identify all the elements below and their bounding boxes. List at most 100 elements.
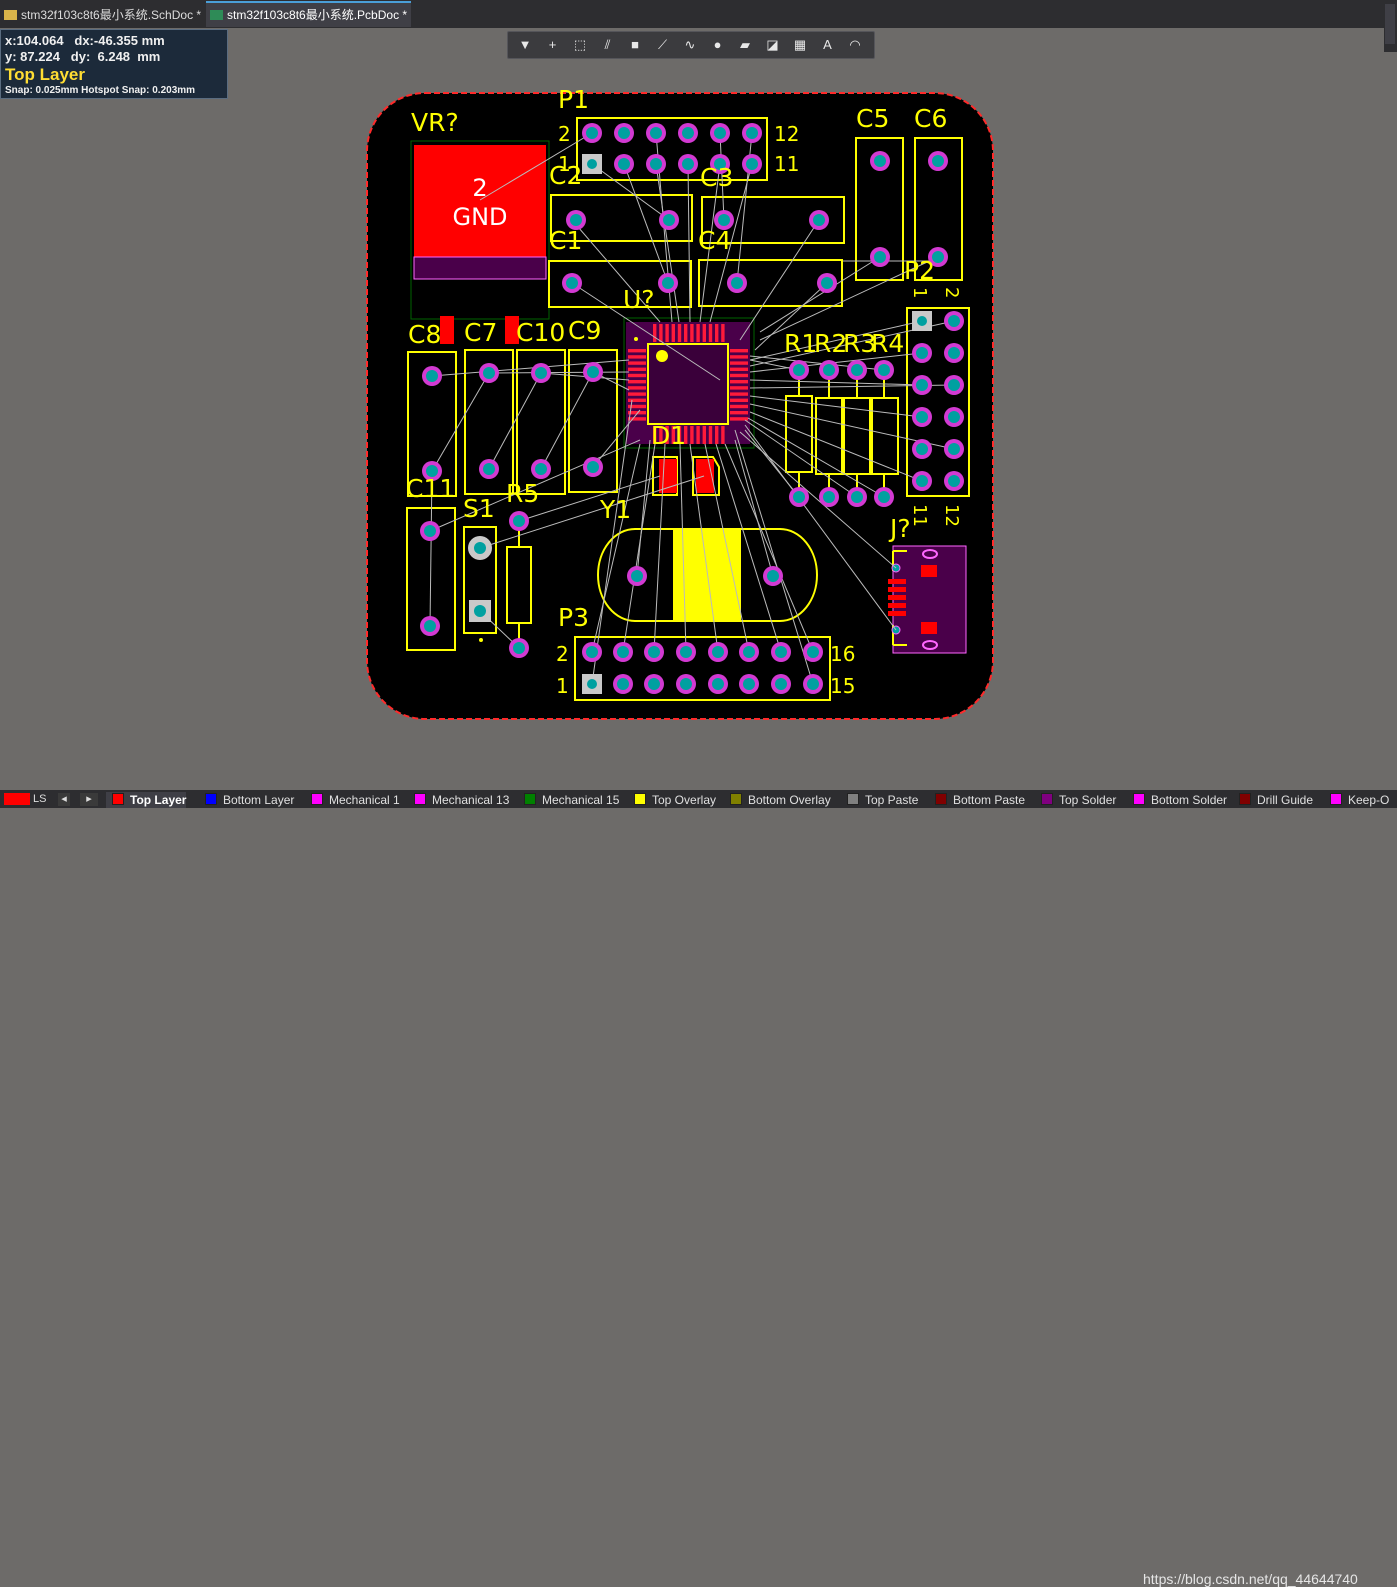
th-pad-hole	[712, 646, 724, 658]
th-pad-hole	[587, 159, 597, 169]
th-pad-hole	[513, 515, 525, 527]
tab-label: stm32f103c8t6最小系统.PcbDoc *	[227, 8, 408, 22]
th-pad-hole	[948, 475, 960, 487]
layer-color-swatch	[1133, 793, 1145, 805]
th-pad-hole	[483, 463, 495, 475]
th-pad-hole	[746, 127, 758, 139]
u-pin	[659, 324, 663, 342]
j-pins	[888, 579, 906, 616]
layer-tab-label: Bottom Solder	[1151, 793, 1228, 807]
via-icon[interactable]: ●	[713, 37, 722, 52]
th-pad-hole	[743, 678, 755, 690]
u-pin	[628, 373, 646, 378]
layer-tab-label: Top Layer	[130, 793, 187, 807]
p1-pin1-label: 1	[558, 152, 571, 176]
layer-tab-bottom-paste[interactable]: Bottom Paste	[929, 792, 1031, 808]
layer-tab-bottom-overlay[interactable]: Bottom Overlay	[724, 792, 837, 808]
region-icon[interactable]: ◪	[766, 37, 779, 52]
layer-tab-label: Top Solder	[1059, 793, 1117, 807]
c8-pad[interactable]	[440, 316, 454, 344]
layer-tab-mechanical-15[interactable]: Mechanical 15	[518, 792, 625, 808]
th-pad-hole	[823, 364, 835, 376]
through-hole-pads	[420, 123, 964, 694]
layer-tab-bottom-solder[interactable]: Bottom Solder	[1127, 792, 1233, 808]
u-pin	[696, 324, 700, 342]
c10-designator: C10	[516, 318, 565, 347]
c7-pad[interactable]	[505, 316, 519, 344]
j-shield-pad-top[interactable]	[921, 565, 937, 577]
s1-designator: S1	[463, 494, 495, 523]
filter-icon[interactable]: ▼	[518, 37, 532, 52]
layer-tab-top-paste[interactable]: Top Paste	[841, 792, 924, 808]
c6-designator: C6	[914, 104, 947, 133]
u-pin	[730, 361, 748, 365]
th-pad-hole	[587, 679, 597, 689]
layer-tab-top-layer[interactable]: Top Layer	[106, 792, 187, 808]
j-shield-pad-bottom[interactable]	[921, 622, 937, 634]
th-pad-hole	[714, 158, 726, 170]
p2-designator: P2	[904, 256, 935, 285]
th-pad-hole	[874, 155, 886, 167]
arc-icon[interactable]: ◠	[849, 37, 861, 52]
polygon-icon[interactable]: ▰	[740, 37, 750, 52]
th-pad-hole	[932, 251, 944, 263]
th-pad-hole	[535, 463, 547, 475]
c4-outline	[698, 259, 843, 307]
r5-designator: R5	[506, 479, 539, 508]
p1-pin11-label: 11	[774, 152, 799, 176]
layer-tab-label: Drill Guide	[1257, 793, 1314, 807]
th-pad-hole	[807, 646, 819, 658]
u-pin	[628, 417, 646, 421]
diff-pair-icon[interactable]: ∿	[684, 37, 696, 52]
layer-tab-mechanical-1[interactable]: Mechanical 1	[305, 792, 406, 808]
tab-schdoc[interactable]: stm32f103c8t6最小系统.SchDoc *	[0, 3, 204, 27]
layer-tab-keep-o[interactable]: Keep-O	[1324, 792, 1395, 808]
align-icon[interactable]: ⫽	[604, 37, 611, 52]
c8-designator: C8	[408, 320, 441, 349]
th-pad-hole	[631, 570, 643, 582]
th-pad-hole	[948, 347, 960, 359]
text-icon[interactable]: A	[823, 37, 832, 52]
layer-next-button[interactable]: ▸	[80, 793, 98, 806]
u-pin	[665, 426, 669, 444]
c11-outline	[406, 507, 456, 651]
p3-designator: P3	[558, 603, 589, 632]
layer-tab-bottom-layer[interactable]: Bottom Layer	[199, 792, 300, 808]
u-pin	[730, 404, 748, 409]
u-pin	[715, 426, 719, 444]
u-pin	[628, 386, 646, 390]
layer-tab-label: Bottom Paste	[953, 793, 1026, 807]
layer-color-swatch	[935, 793, 947, 805]
side-panel-strip[interactable]	[1384, 0, 1397, 52]
layer-tab-mechanical-13[interactable]: Mechanical 13	[408, 792, 515, 808]
vr-courtyard	[410, 140, 550, 320]
current-layer-color[interactable]	[4, 793, 30, 805]
route-icon[interactable]: ⟋	[657, 37, 668, 52]
th-pad-hole	[916, 411, 928, 423]
dimension-icon[interactable]: ▦	[793, 37, 807, 52]
vr-gnd-pad[interactable]	[414, 145, 546, 257]
c5-outline	[855, 137, 904, 281]
th-pad-hole	[618, 127, 630, 139]
p2-pin12-label: 12	[941, 504, 962, 527]
c1-designator: C1	[549, 226, 582, 255]
layer-tab-drill-guide[interactable]: Drill Guide	[1233, 792, 1319, 808]
th-pad-hole	[663, 214, 675, 226]
layer-prev-button[interactable]: ◂	[58, 793, 70, 806]
pcb-canvas[interactable]: VR? P1 2 1 12 11 C5 C6 C2 C3 C1 C4 U? P2…	[0, 0, 1397, 790]
crosshair-icon[interactable]: +	[548, 37, 557, 52]
th-pad-hole	[680, 646, 692, 658]
pad-net-name: GND	[452, 203, 507, 231]
layer-tab-top-overlay[interactable]: Top Overlay	[628, 792, 722, 808]
component-icon[interactable]: ■	[631, 37, 639, 52]
select-rect-icon[interactable]: ⬚	[573, 37, 587, 52]
r1-designator: R1	[784, 329, 817, 358]
layer-tab-top-solder[interactable]: Top Solder	[1035, 792, 1122, 808]
layer-set-button[interactable]: LS	[33, 793, 47, 805]
th-pad-hole	[662, 277, 674, 289]
tab-pcbdoc[interactable]: stm32f103c8t6最小系统.PcbDoc *	[206, 1, 411, 27]
c7-designator: C7	[464, 318, 497, 347]
pcb-doc-icon	[210, 10, 223, 20]
c5-designator: C5	[856, 104, 889, 133]
th-pad-hole	[650, 127, 662, 139]
